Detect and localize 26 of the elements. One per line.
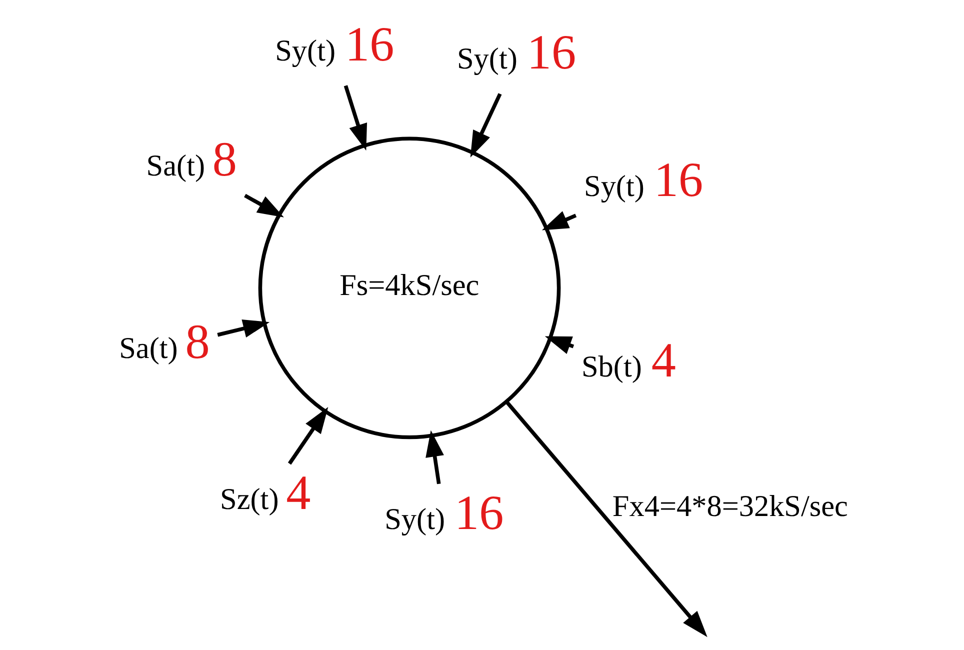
edge-label: Fx4=4*8=32kS/sec bbox=[612, 488, 848, 523]
arrow bbox=[344, 85, 368, 151]
arrow bbox=[470, 93, 502, 158]
node-label: 8 bbox=[212, 132, 238, 187]
node-label: 8 bbox=[185, 314, 210, 369]
arrow bbox=[217, 319, 270, 338]
node-text: Sz(t) bbox=[220, 482, 279, 516]
node-label: 4 bbox=[651, 332, 676, 388]
node-label: 16 bbox=[526, 24, 576, 80]
arrow bbox=[505, 400, 708, 638]
node-text: Sy(t) bbox=[384, 502, 446, 536]
arrow bbox=[426, 430, 444, 484]
node-label: 16 bbox=[654, 152, 704, 207]
node-circle: Fs=4kS/sec bbox=[258, 136, 561, 440]
arrow bbox=[288, 407, 328, 465]
arrow bbox=[542, 211, 577, 230]
node-text: Sa(t) bbox=[146, 148, 206, 183]
node-text: Sb(t) bbox=[582, 349, 642, 384]
node-text: Sy(t) bbox=[584, 168, 644, 203]
node-text: Sy(t) bbox=[456, 42, 518, 76]
node-text: Sy(t) bbox=[275, 34, 336, 68]
node-text: Sa(t) bbox=[119, 330, 178, 365]
node-label: 16 bbox=[454, 485, 504, 540]
arrow bbox=[244, 194, 284, 218]
node-label: 4 bbox=[286, 464, 311, 520]
node-label: 16 bbox=[345, 16, 394, 72]
